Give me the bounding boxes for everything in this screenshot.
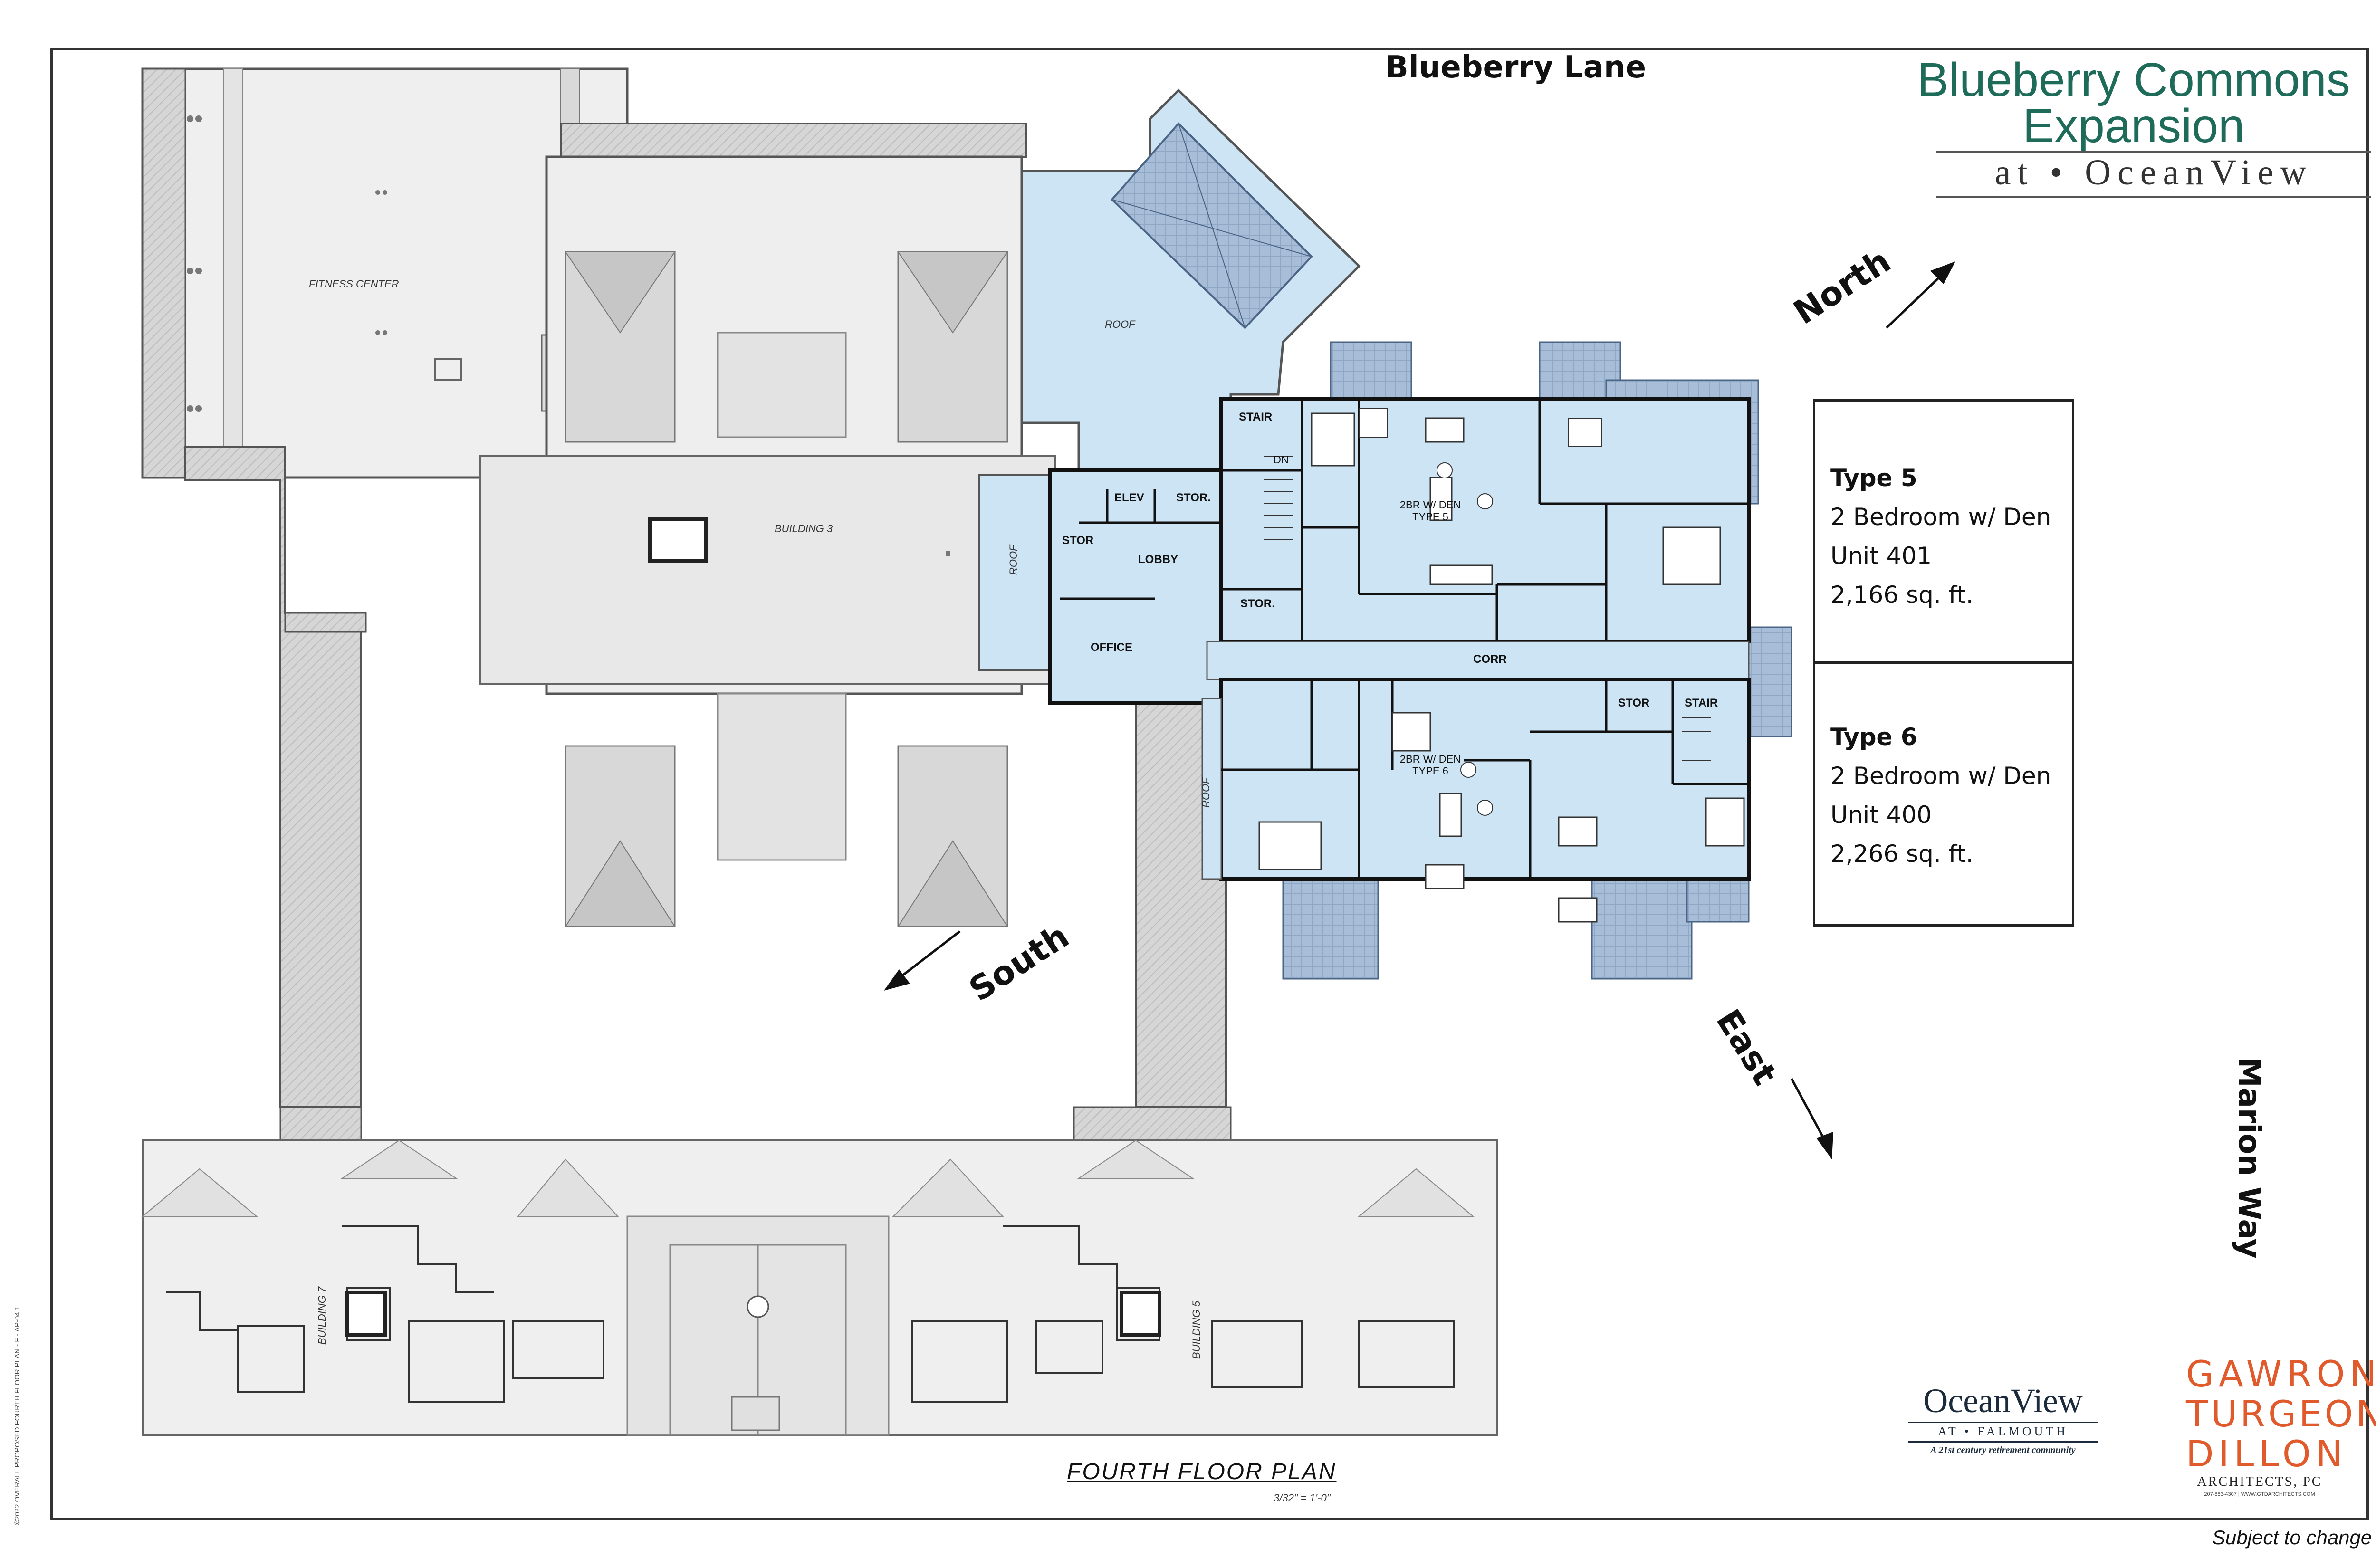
- plan-scale: 3/32" = 1'-0": [1274, 1492, 1331, 1504]
- unit-6-number: Unit 400: [1830, 801, 1932, 829]
- unit-5-number: Unit 401: [1830, 542, 1932, 570]
- label-building-5: BUILDING 5: [1190, 1300, 1202, 1359]
- oceanview-logo-tagline: A 21st century retirement community: [1930, 1445, 2076, 1455]
- expansion-building: [1048, 341, 1792, 980]
- label-unit-5-line2: TYPE 5: [1412, 511, 1448, 523]
- building-3: [479, 155, 1056, 927]
- unit-6-area: 2,266 sq. ft.: [1830, 840, 1974, 868]
- unit-5-desc: 2 Bedroom w/ Den: [1830, 503, 2051, 531]
- oceanview-logo-sub: AT • FALMOUTH: [1938, 1425, 2068, 1438]
- label-corridor: CORR: [1473, 653, 1507, 666]
- label-roof-1: ROOF: [1105, 318, 1136, 330]
- unit-5-type: Type 5: [1830, 464, 1917, 492]
- covered-walkway: [184, 123, 1232, 1156]
- label-stor-4: STOR: [1618, 697, 1649, 709]
- label-stair-1: STAIR: [1239, 411, 1272, 423]
- south-arrowhead: [884, 969, 910, 991]
- title-line-1: Blueberry Commons: [1917, 53, 2350, 106]
- street-label-blueberry-lane: Blueberry Lane: [1385, 50, 1646, 85]
- label-roof-3: ROOF: [1200, 777, 1212, 808]
- architect-logo: GAWRON TURGEON DILLON ARCHITECTS, PC 207…: [2186, 1353, 2376, 1499]
- label-stor-1: STOR.: [1176, 491, 1211, 504]
- label-roof-2: ROOF: [1007, 544, 1019, 575]
- label-stor-3: STOR.: [1240, 597, 1275, 610]
- plan-title: FOURTH FLOOR PLAN: [1067, 1459, 1337, 1484]
- oceanview-logo-rule: [1908, 1422, 2098, 1423]
- unit-legend-type-5: Type 5 2 Bedroom w/ Den Unit 401 2,166 s…: [1830, 459, 2051, 614]
- bottom-buildings: [141, 1139, 1498, 1436]
- east-arrowhead: [1816, 1132, 1833, 1159]
- plan-labels: FITNESS CENTER BUILDING 3 ROOF ROOF ROOF…: [309, 278, 1718, 1359]
- title-rule-bottom: [1936, 196, 2371, 198]
- title-line-2: Expansion: [2022, 99, 2245, 153]
- unit-legend: Type 5 2 Bedroom w/ Den Unit 401 2,166 s…: [1813, 399, 2074, 927]
- oceanview-logo-name: OceanView: [1923, 1382, 2083, 1420]
- label-dn: DN: [1274, 454, 1289, 466]
- label-fitness-center: FITNESS CENTER: [309, 278, 399, 290]
- label-office: OFFICE: [1091, 641, 1132, 654]
- unit-6-type: Type 6: [1830, 723, 1917, 751]
- architect-logo-line-1: GAWRON: [2186, 1353, 2376, 1395]
- label-lobby: LOBBY: [1138, 553, 1178, 566]
- unit-6-desc: 2 Bedroom w/ Den: [1830, 762, 2051, 790]
- label-unit-5-line1: 2BR W/ DEN: [1400, 499, 1461, 511]
- unit-legend-type-6: Type 6 2 Bedroom w/ Den Unit 400 2,266 s…: [1830, 717, 2051, 873]
- sheet-border: [50, 48, 2369, 1520]
- north-arrowhead: [1930, 261, 1955, 284]
- architect-logo-line-3: DILLON: [2186, 1433, 2347, 1475]
- title-rule-top: [1936, 151, 2371, 153]
- unit-5-area: 2,166 sq. ft.: [1830, 581, 1974, 609]
- roof-blue: [978, 88, 1361, 671]
- label-stair-2: STAIR: [1685, 697, 1718, 709]
- label-unit-6-line1: 2BR W/ DEN: [1400, 753, 1461, 765]
- unit-legend-divider: [1815, 661, 2072, 664]
- label-building-3: BUILDING 3: [775, 523, 833, 535]
- street-label-marion-way: Marion Way: [2232, 1057, 2267, 1259]
- label-elev: ELEV: [1114, 491, 1144, 504]
- oceanview-logo: OceanView AT • FALMOUTH A 21st century r…: [1894, 1383, 2112, 1458]
- label-building-7: BUILDING 7: [316, 1286, 328, 1345]
- title-subtitle: at • OceanView: [1994, 153, 2313, 192]
- label-stor-2: STOR: [1062, 534, 1093, 547]
- architect-logo-line-4: ARCHITECTS, PC: [2197, 1474, 2322, 1489]
- oceanview-logo-rule-2: [1908, 1441, 2098, 1443]
- disclaimer: Subject to change: [2212, 1526, 2372, 1549]
- file-note: ©2022 OVERALL PROPOSED FOURTH FLOOR PLAN…: [13, 1306, 21, 1525]
- label-unit-6-line2: TYPE 6: [1412, 765, 1448, 777]
- architect-logo-contact: 207-883-4307 | WWW.GTDARCHITECTS.COM: [2204, 1492, 2315, 1497]
- compass-arrows: [884, 261, 1955, 1159]
- architect-logo-line-2: TURGEON: [2186, 1393, 2376, 1435]
